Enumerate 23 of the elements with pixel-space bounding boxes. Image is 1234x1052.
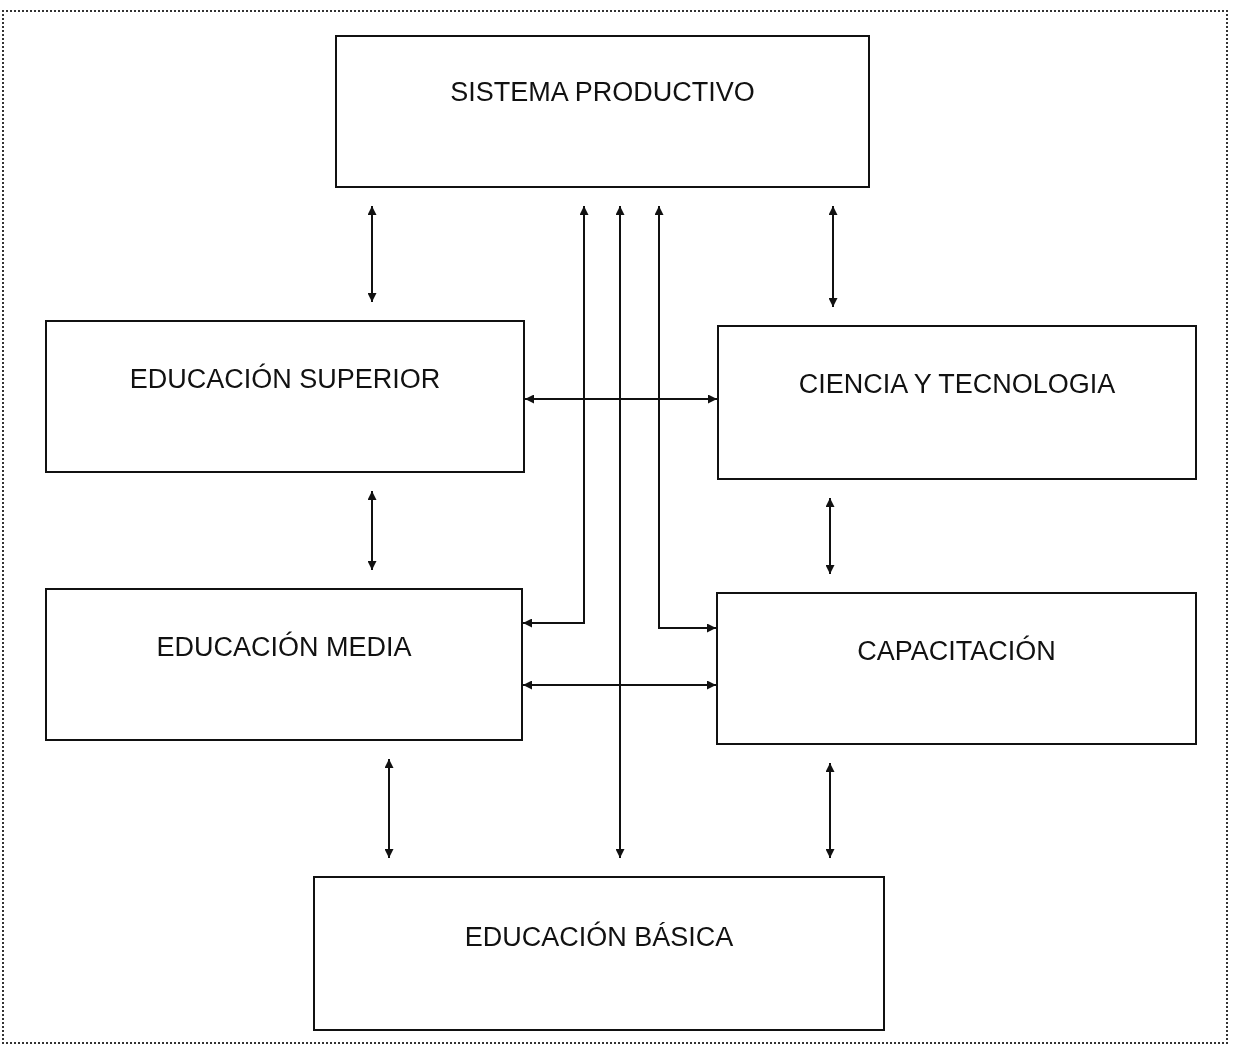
box-label: CAPACITACIÓN: [857, 636, 1056, 667]
double-arrow: [367, 490, 377, 571]
process-box: [313, 876, 885, 1031]
process-box: [717, 325, 1197, 480]
double-arrow: [384, 758, 394, 859]
double-arrow: [524, 394, 718, 404]
box-label: CIENCIA Y TECNOLOGIA: [798, 369, 1116, 400]
process-box: [45, 320, 525, 473]
process-box: [45, 588, 523, 741]
process-box: [716, 592, 1197, 745]
double-arrow: [825, 497, 835, 575]
double-arrow: [522, 205, 589, 628]
double-arrow: [615, 205, 625, 859]
process-box: [335, 35, 870, 188]
double-arrow: [522, 680, 717, 690]
box-label: SISTEMA PRODUCTIVO: [450, 77, 755, 108]
double-arrow: [367, 205, 377, 303]
box-label: EDUCACIÓN BÁSICA: [464, 922, 734, 953]
box-label: EDUCACIÓN SUPERIOR: [129, 364, 441, 395]
double-arrow: [828, 205, 838, 308]
double-arrow: [654, 205, 717, 633]
double-arrow: [825, 762, 835, 859]
box-label: EDUCACIÓN MEDIA: [156, 632, 412, 663]
